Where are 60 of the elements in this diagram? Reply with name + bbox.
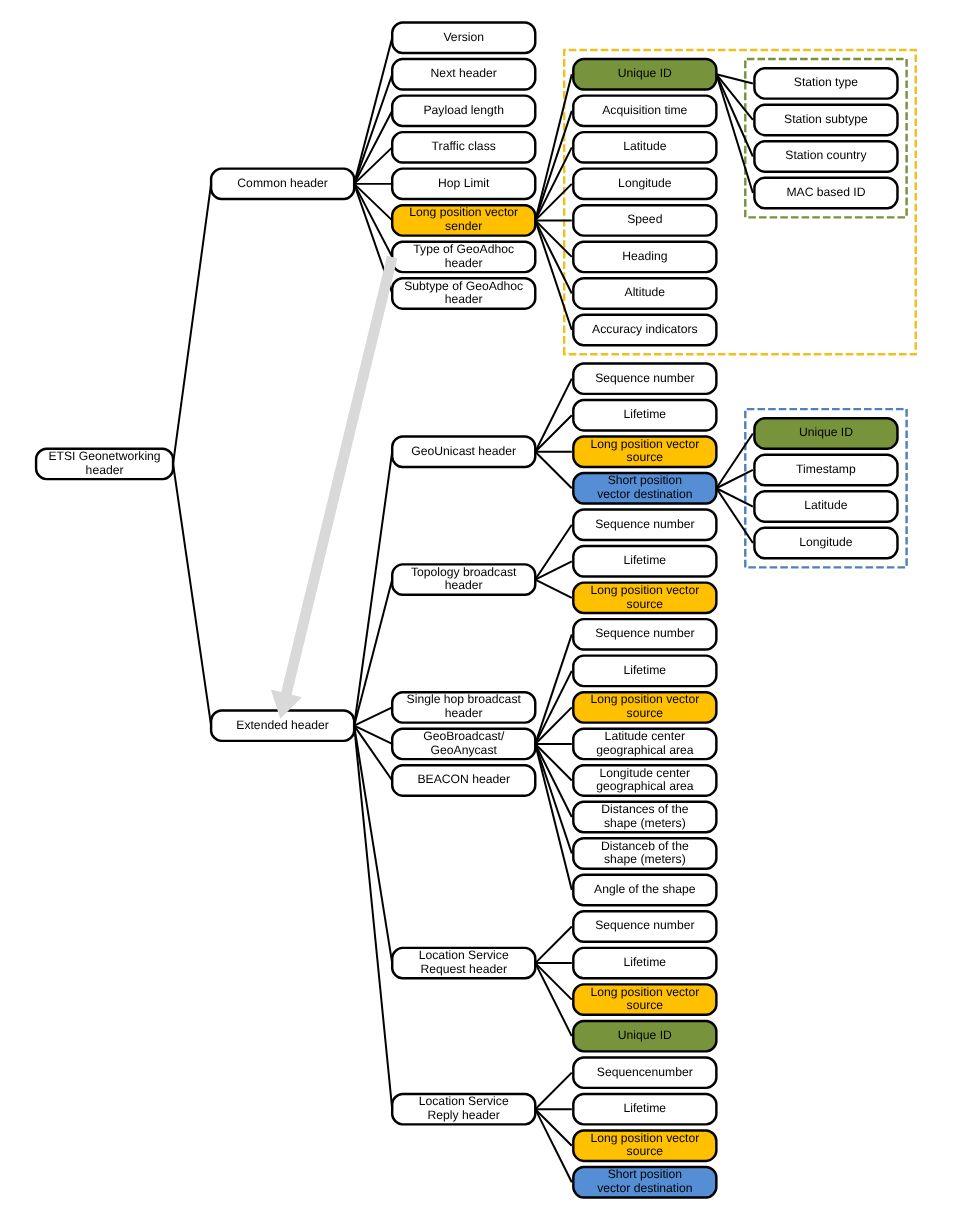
connector — [533, 73, 572, 222]
connector — [533, 962, 572, 1001]
connector — [533, 182, 572, 222]
connector — [352, 73, 393, 185]
connector — [533, 414, 572, 453]
connector — [352, 724, 393, 745]
connector — [533, 219, 572, 258]
connector — [533, 742, 572, 782]
arrow — [269, 255, 397, 719]
connector — [533, 706, 572, 745]
connector — [533, 219, 572, 331]
connector — [533, 925, 572, 965]
connector — [533, 523, 572, 581]
connector — [533, 146, 572, 222]
connector — [533, 633, 572, 745]
connector — [352, 146, 393, 185]
connector — [714, 432, 753, 490]
connector — [352, 706, 393, 727]
connector — [352, 36, 393, 185]
connector — [714, 73, 753, 158]
connector — [352, 182, 393, 258]
connector — [714, 73, 753, 85]
connector — [533, 962, 572, 1038]
connector — [714, 469, 753, 490]
connector — [533, 962, 572, 965]
connector — [533, 742, 572, 891]
connector — [533, 742, 572, 818]
connector — [714, 487, 753, 508]
connector — [352, 109, 393, 185]
connector — [714, 487, 753, 545]
connector — [352, 724, 393, 965]
connector — [533, 219, 572, 295]
connector — [533, 450, 572, 453]
connector — [352, 724, 393, 1111]
connector — [533, 1108, 572, 1184]
cluster — [743, 57, 907, 219]
connector — [533, 1071, 572, 1111]
connector — [714, 73, 753, 121]
connector — [714, 73, 753, 194]
connector — [171, 182, 212, 465]
connector — [352, 578, 393, 727]
connector — [533, 377, 572, 453]
connector — [533, 450, 572, 490]
connector — [533, 109, 572, 222]
connector — [533, 560, 572, 581]
connector — [352, 450, 393, 727]
cluster — [561, 48, 916, 356]
connector — [533, 742, 572, 855]
connector — [352, 182, 393, 185]
connector — [533, 1108, 572, 1147]
cluster — [743, 407, 907, 569]
connector — [171, 462, 212, 727]
connector — [352, 182, 393, 295]
connector — [352, 182, 393, 222]
connector — [533, 578, 572, 599]
connector — [533, 1108, 572, 1111]
connector — [533, 219, 572, 222]
connector — [533, 742, 572, 745]
connector — [533, 669, 572, 745]
connector — [352, 724, 393, 782]
